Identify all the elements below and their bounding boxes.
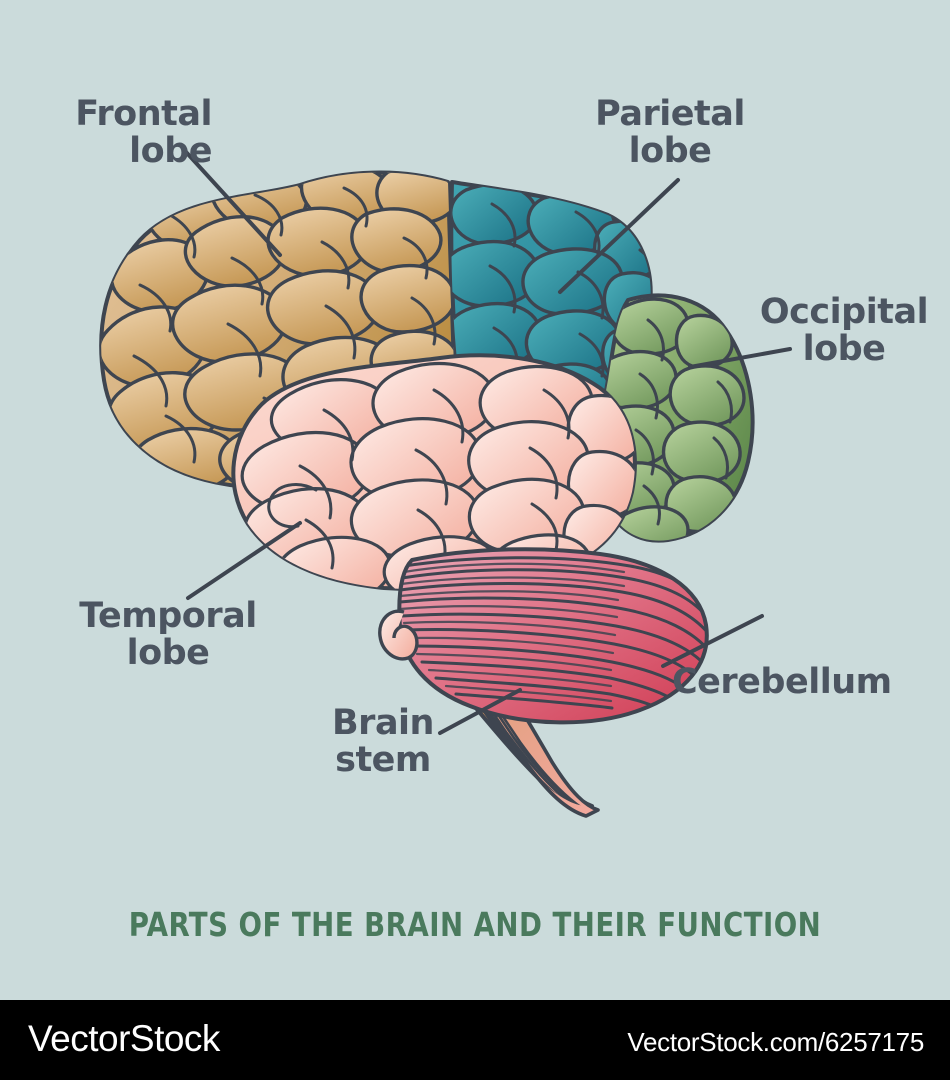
leader-brainstem	[438, 688, 522, 735]
label-parietal-lobe: Parietal lobe	[595, 94, 745, 172]
watermark-url: VectorStock.com/6257175	[627, 1027, 924, 1057]
leader-occipital	[688, 347, 792, 369]
brain-diagram	[99, 150, 792, 818]
label-cerebellum: Cerebellum	[672, 662, 892, 702]
label-brain-stem: Brain stem	[332, 703, 434, 781]
leader-parietal	[558, 178, 680, 294]
region-parietal-lobe[interactable]	[442, 180, 666, 420]
leader-temporal	[186, 521, 302, 600]
watermark-bar: VectorStock VectorStock.com/6257175	[0, 1000, 950, 1080]
label-occipital-lobe: Occipital lobe	[759, 292, 929, 370]
label-temporal-lobe: Temporal lobe	[79, 596, 257, 674]
leader-cerebellum	[661, 614, 764, 668]
region-cerebellum[interactable]	[378, 547, 712, 725]
watermark-brand: VectorStock	[28, 1018, 220, 1059]
leader-frontal	[184, 150, 282, 257]
diagram-title: PARTS OF THE BRAIN AND THEIR FUNCTION	[128, 905, 822, 944]
leader-lines	[184, 150, 792, 735]
label-frontal-lobe: Frontal lobe	[75, 94, 212, 172]
